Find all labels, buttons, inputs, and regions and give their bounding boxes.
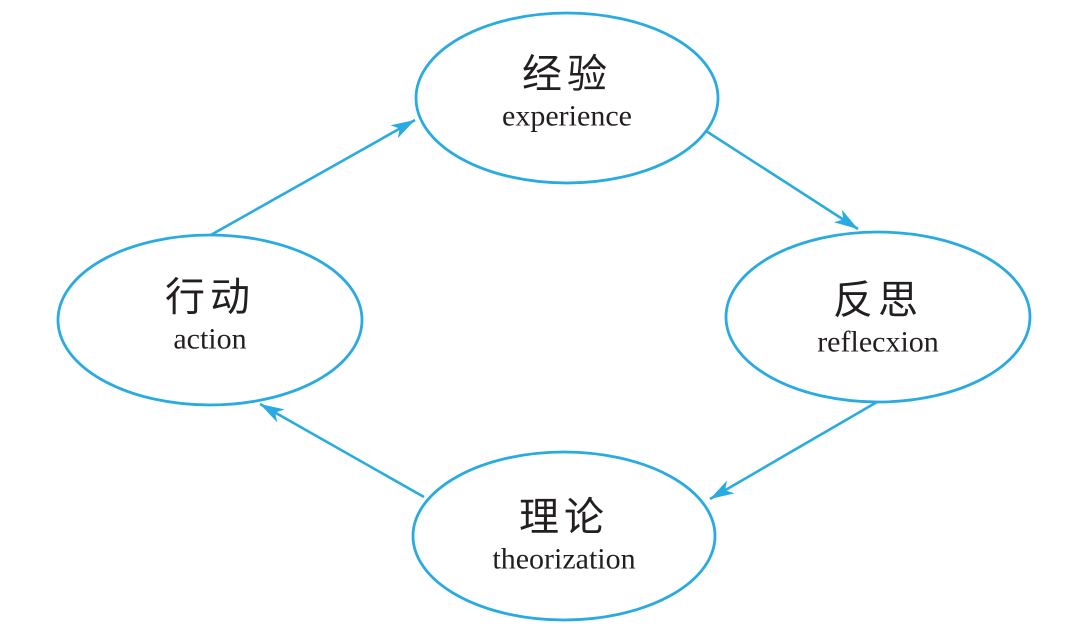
reflection-label-en: reflecxion <box>817 325 939 359</box>
node-ellipse-reflection <box>724 230 1032 404</box>
theorization-label-zh: 理论 <box>519 494 609 540</box>
arrow-action-to-experience <box>208 118 416 238</box>
action-label-zh: 行动 <box>165 274 255 320</box>
arrow-experience-to-reflection <box>705 129 859 231</box>
arrow-theorization-to-action <box>259 402 425 499</box>
node-label-theorization: 理论 theorization <box>409 495 719 578</box>
node-label-experience: 经验 experience <box>412 52 722 135</box>
node-ellipse-action <box>56 233 364 407</box>
node-ellipse-theorization <box>411 450 717 622</box>
node-label-action: 行动 action <box>55 275 365 358</box>
experience-label-en: experience <box>502 99 632 133</box>
node-label-reflection: 反思 reflecxion <box>723 278 1033 361</box>
reflection-label-zh: 反思 <box>833 277 923 323</box>
theorization-label-en: theorization <box>492 542 636 576</box>
node-ellipse-experience <box>414 11 720 185</box>
experience-label-zh: 经验 <box>522 51 612 97</box>
arrow-reflection-to-theorization <box>709 400 878 501</box>
action-label-en: action <box>173 322 247 356</box>
